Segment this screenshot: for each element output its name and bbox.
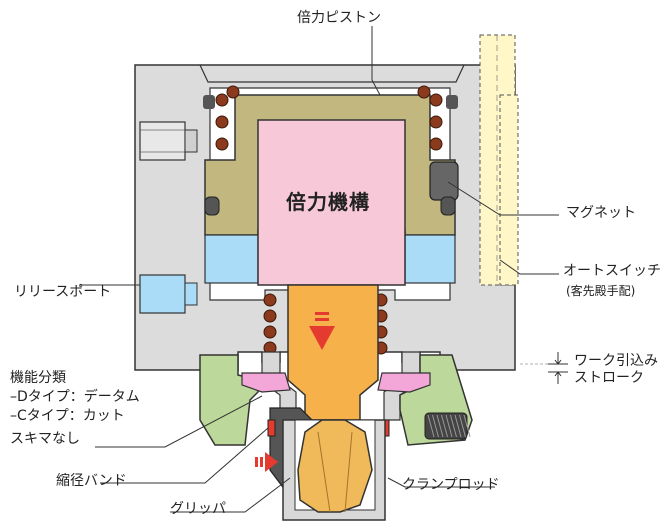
label-clamp-rod: クランプロッド [402,477,500,493]
spring-coil [429,93,443,107]
spring-coil [263,325,277,339]
clamp-rod-head [297,419,373,513]
label-gripper: グリッパ [170,501,226,517]
spring-coil [429,115,443,129]
label-auto-switch: オートスイッチ [563,263,661,279]
label-booster-piston: 倍力ピストン [297,10,381,26]
label-auto-switch-note: (客先殿手配) [566,284,636,298]
leader-lines [80,26,559,513]
label-function-class-c: –Cタイプ：カット [10,408,125,424]
label-workpiece-stroke-2: ストローク [574,370,644,386]
spring-coil [215,137,229,151]
label-workpiece-stroke-1: ワーク引込み [574,353,658,369]
right-arrow-icon [255,452,278,472]
booster-mechanism-block [257,119,406,286]
magnet-block [429,161,459,201]
label-magnet: マグネット [566,205,636,221]
spring-coil [263,309,277,323]
spring-coil [263,293,277,307]
label-shrink-band: 縮径バンド [56,473,127,489]
spring-coil [215,93,229,107]
knurled-knob [424,412,471,440]
label-no-gap: スキマなし [10,431,80,447]
release-port-chambers [139,234,456,314]
spring-coil [417,85,431,99]
label-function-class-d: –Dタイプ：データム [10,389,140,405]
spring-coil [215,115,229,129]
datum-ring-right [377,372,431,393]
stroke-marker [520,352,568,384]
collar-left [199,354,259,446]
spring-coil [429,137,443,151]
auto-switch-column [479,34,519,286]
label-function-class-title: 機能分類 [10,370,66,386]
down-arrow-icon [309,312,335,350]
spring-coil [226,85,240,99]
label-release-port: リリースポート [14,284,112,300]
label-booster-mechanism: 倍力機構 [286,190,370,214]
datum-ring-left [241,372,291,393]
clamp-rod-body [287,284,379,421]
